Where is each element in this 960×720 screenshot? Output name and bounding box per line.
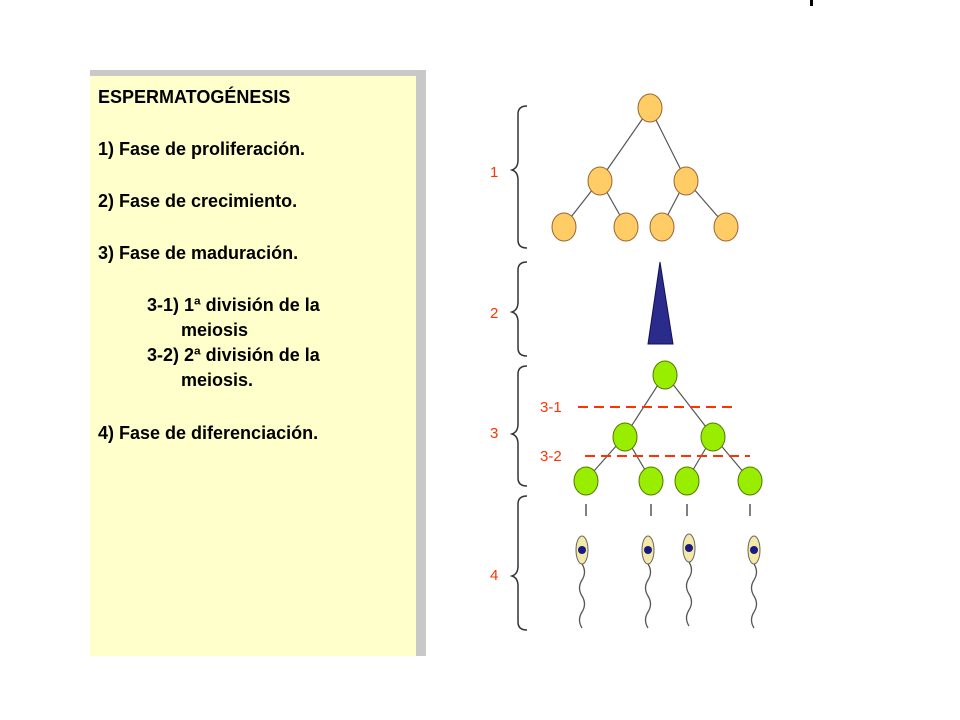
spermatozoon	[575, 535, 589, 629]
spermatid-cell	[674, 466, 700, 496]
bracket-phase-3	[509, 365, 528, 487]
item-maturation: 3) Fase de maduración.	[98, 243, 299, 263]
proliferation-lines	[563, 107, 727, 227]
phase-label-1: 1	[490, 164, 498, 181]
item-proliferation: 1) Fase de proliferación.	[98, 139, 306, 159]
text-panel: ESPERMATOGÉNESIS 1) Fase de proliferació…	[90, 76, 416, 656]
item-second-division: 3-2) 2ª división de la	[147, 345, 320, 365]
division-label-3-1: 3-1	[540, 399, 562, 416]
division-label-3-2: 3-2	[540, 448, 562, 465]
spermatozoon	[747, 535, 761, 629]
corner-mark	[810, 0, 813, 6]
maturation-cells	[573, 360, 763, 496]
spermatogonium-cell	[637, 93, 663, 123]
spermatogonium-cell	[713, 212, 739, 242]
phase-label-2: 2	[490, 305, 498, 322]
spermatozoon	[682, 533, 696, 627]
bracket-phase-4	[509, 495, 528, 631]
phase-label-4: 4	[490, 567, 498, 584]
growth-triangle	[647, 261, 674, 345]
spermatid-cell	[737, 466, 763, 496]
spermatogonium-cell	[613, 212, 639, 242]
bracket-phase-1	[509, 105, 528, 249]
phase-label-3: 3	[490, 425, 498, 442]
item-second-division-cont: meiosis.	[181, 370, 254, 390]
item-differentiation: 4) Fase de diferenciación.	[98, 423, 319, 443]
item-first-division: 3-1) 1ª división de la	[147, 295, 320, 315]
division-lines	[578, 406, 750, 457]
bracket-phase-2	[509, 261, 528, 357]
differentiation-ticks	[585, 504, 751, 516]
item-first-division-cont: meiosis	[181, 320, 249, 340]
spermatozoon	[641, 535, 655, 629]
spermatogonium-cell	[587, 166, 613, 196]
spermatogonium-cell	[551, 212, 577, 242]
phase-brackets	[509, 105, 528, 631]
proliferation-cells	[551, 93, 739, 242]
spermatocyte-cell	[652, 360, 678, 390]
spermatid-cell	[573, 466, 599, 496]
panel-title: ESPERMATOGÉNESIS	[98, 87, 291, 107]
spermatozoa	[575, 533, 761, 629]
maturation-lines	[585, 373, 751, 481]
spermatocyte-cell	[700, 422, 726, 452]
spermatogenesis-diagram: 1 2 3 4	[470, 80, 790, 640]
spermatid-cell	[638, 466, 664, 496]
item-growth: 2) Fase de crecimiento.	[98, 191, 298, 211]
spermatocyte-cell	[612, 422, 638, 452]
spermatogonium-cell	[649, 212, 675, 242]
spermatogonium-cell	[673, 166, 699, 196]
